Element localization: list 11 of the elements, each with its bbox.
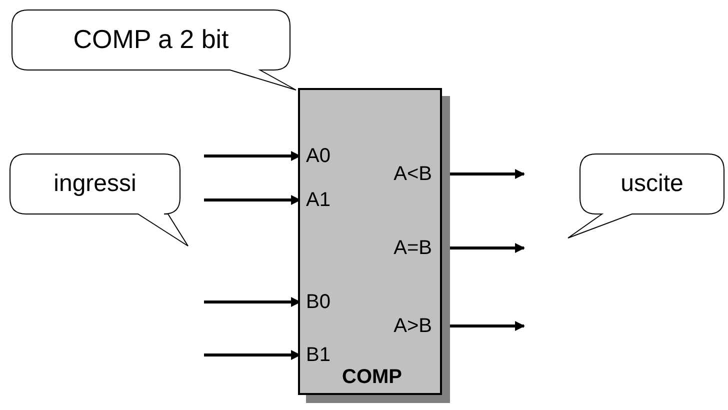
block-name: COMP <box>342 366 402 389</box>
pin-label: A1 <box>300 184 340 216</box>
callout-text: uscite <box>620 170 684 198</box>
pin-label: A>B <box>356 310 444 342</box>
callout-text: COMP a 2 bit <box>72 24 230 56</box>
pin-label: B0 <box>300 286 340 318</box>
pin-label: A=B <box>356 232 444 264</box>
pin-label: A<B <box>356 158 444 190</box>
pin-label: A0 <box>300 140 340 172</box>
callout-text: ingressi <box>52 170 138 198</box>
pin-label: B1 <box>300 339 340 371</box>
